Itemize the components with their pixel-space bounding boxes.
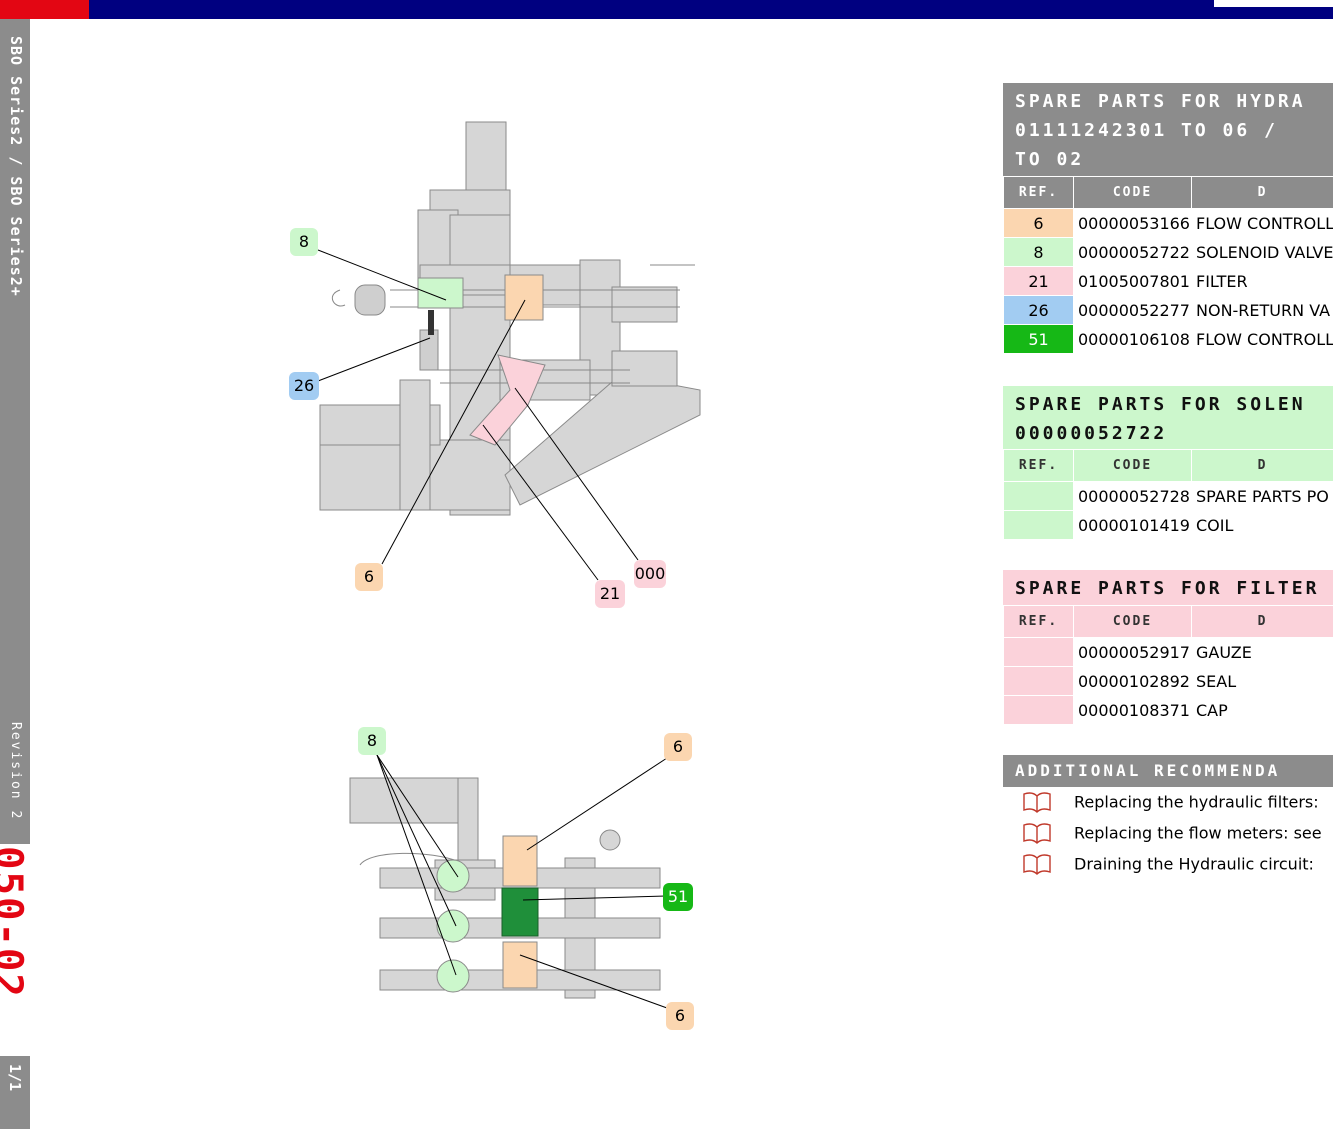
description-cell: FILTER: [1191, 266, 1333, 296]
table-row: 00000102892 SEAL: [1003, 666, 1333, 696]
hydraulic-title-line1: Spare Parts for Hydra: [1015, 91, 1306, 112]
ref-cell: 26: [1003, 295, 1074, 325]
code-cell: 00000053166: [1073, 208, 1192, 238]
description-cell: SEAL: [1191, 666, 1333, 696]
col-description: D: [1191, 176, 1333, 209]
solenoid-title-line1: Spare Parts for Solen: [1015, 394, 1306, 415]
ref-cell: [1003, 695, 1074, 725]
col-code: code: [1073, 605, 1192, 638]
col-description: D: [1191, 605, 1333, 638]
table-row: 00000101419 COIL: [1003, 510, 1333, 540]
description-cell: GAUZE: [1191, 637, 1333, 667]
solenoid-title-line2: 00000052722: [1015, 423, 1168, 444]
table-row: 26 00000052277 NON-RETURN VA: [1003, 295, 1333, 325]
hydraulic-parts-table: Ref. code D 6 00000053166 FLOW CONTROLL …: [1003, 176, 1333, 354]
description-cell: NON-RETURN VA: [1191, 295, 1333, 325]
code-cell: 00000052728: [1073, 481, 1192, 511]
ref-cell: 51: [1003, 324, 1074, 354]
code-cell: 00000106108: [1073, 324, 1192, 354]
callout-top-6: 6: [355, 563, 383, 591]
hydraulic-parts-title: Spare Parts for Hydra 01111242301 to 06 …: [1003, 83, 1333, 178]
recommendation-link[interactable]: Draining the Hydraulic circuit:: [1074, 854, 1314, 874]
code-cell: 00000052917: [1073, 637, 1192, 667]
book-icon: [1023, 854, 1051, 875]
header-red-bar: [0, 0, 89, 19]
callout-bottom-6b: 6: [666, 1002, 694, 1030]
hydraulic-title-line2: 01111242301 to 06 /: [1015, 120, 1278, 141]
solenoid-parts-table: Ref. code D 00000052728 SPARE PARTS PO 0…: [1003, 449, 1333, 540]
ref-cell: [1003, 637, 1074, 667]
code-cell: 00000102892: [1073, 666, 1192, 696]
recommendation-item[interactable]: Replacing the hydraulic filters:: [1022, 791, 1333, 819]
code-box: [0, 844, 30, 1056]
col-code: code: [1073, 449, 1192, 482]
table-row: 51 00000106108 FLOW CONTROLL: [1003, 324, 1333, 354]
code-cell: 01005007801: [1073, 266, 1192, 296]
description-cell: SPARE PARTS PO: [1191, 481, 1333, 511]
table-row: 00000052917 GAUZE: [1003, 637, 1333, 667]
flow-controller-diagram-bottom: [349, 777, 661, 999]
table-row: 6 00000053166 FLOW CONTROLL: [1003, 208, 1333, 238]
filter-parts-table: Ref. code D 00000052917 GAUZE 0000010289…: [1003, 605, 1333, 725]
callout-bottom-6a: 6: [664, 733, 692, 761]
col-description: D: [1191, 449, 1333, 482]
code-cell: 00000101419: [1073, 510, 1192, 540]
table-row: 00000108371 CAP: [1003, 695, 1333, 725]
filter-title-line1: Spare Parts for Filter: [1015, 578, 1320, 599]
description-cell: FLOW CONTROLL: [1191, 208, 1333, 238]
header-white-tab: [1214, 0, 1333, 7]
col-code: code: [1073, 176, 1192, 209]
table-row: 8 00000052722 SOLENOID VALVE: [1003, 237, 1333, 267]
table-row: 21 01005007801 FILTER: [1003, 266, 1333, 296]
col-ref: Ref.: [1003, 449, 1074, 482]
book-icon: [1023, 792, 1051, 813]
recommendation-item[interactable]: Draining the Hydraulic circuit:: [1022, 853, 1333, 881]
description-cell: COIL: [1191, 510, 1333, 540]
book-icon: [1023, 823, 1051, 844]
description-cell: FLOW CONTROLL: [1191, 324, 1333, 354]
description-cell: CAP: [1191, 695, 1333, 725]
leader-lines: [317, 249, 668, 1009]
callout-bottom-51: 51: [663, 883, 693, 911]
callout-top-21: 21: [595, 580, 625, 608]
callout-top-8: 8: [290, 228, 318, 256]
hydraulic-assembly-diagram-top: [319, 121, 701, 516]
header-navy-bar: [89, 0, 1333, 19]
callout-top-26: 26: [289, 372, 319, 400]
code-cell: 00000108371: [1073, 695, 1192, 725]
filter-parts-title: Spare Parts for Filter: [1003, 570, 1333, 606]
ref-cell: [1003, 510, 1074, 540]
solenoid-parts-title: Spare Parts for Solen 00000052722: [1003, 386, 1333, 450]
additional-recommendations-title: Additional Recommenda: [1003, 755, 1333, 787]
code-cell: 00000052722: [1073, 237, 1192, 267]
recommendation-link[interactable]: Replacing the hydraulic filters:: [1074, 792, 1319, 812]
recommendation-link[interactable]: Replacing the flow meters: see: [1074, 823, 1322, 843]
callout-bottom-8: 8: [358, 727, 386, 755]
ref-cell: 8: [1003, 237, 1074, 267]
description-cell: SOLENOID VALVE: [1191, 237, 1333, 267]
ref-cell: 6: [1003, 208, 1074, 238]
code-cell: 00000052277: [1073, 295, 1192, 325]
col-ref: Ref.: [1003, 605, 1074, 638]
ref-cell: [1003, 481, 1074, 511]
recommendation-item[interactable]: Replacing the flow meters: see: [1022, 822, 1333, 850]
ref-cell: [1003, 666, 1074, 696]
callout-top-000: 000: [634, 560, 666, 588]
ref-cell: 21: [1003, 266, 1074, 296]
hydraulic-title-line3: to 02: [1015, 149, 1085, 170]
col-ref: Ref.: [1003, 176, 1074, 209]
table-row: 00000052728 SPARE PARTS PO: [1003, 481, 1333, 511]
